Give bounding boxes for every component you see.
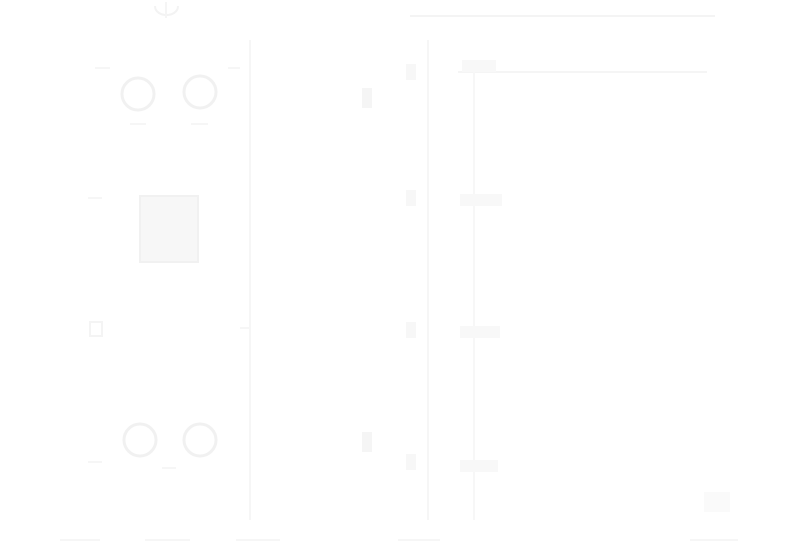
top-symbol (154, 2, 179, 18)
right-panel-marks (460, 60, 730, 512)
circle-icon (120, 76, 156, 112)
left-row-1 (95, 67, 240, 125)
left-row-4 (88, 422, 218, 469)
left-row-3 (89, 321, 250, 337)
circle-icon (182, 74, 218, 110)
left-row-2 (88, 195, 199, 263)
circle-icon (122, 422, 158, 458)
rectangle-shape (139, 195, 199, 263)
circle-icon (182, 422, 218, 458)
top-line-group (410, 15, 715, 73)
middle-panel-marks (362, 64, 416, 470)
